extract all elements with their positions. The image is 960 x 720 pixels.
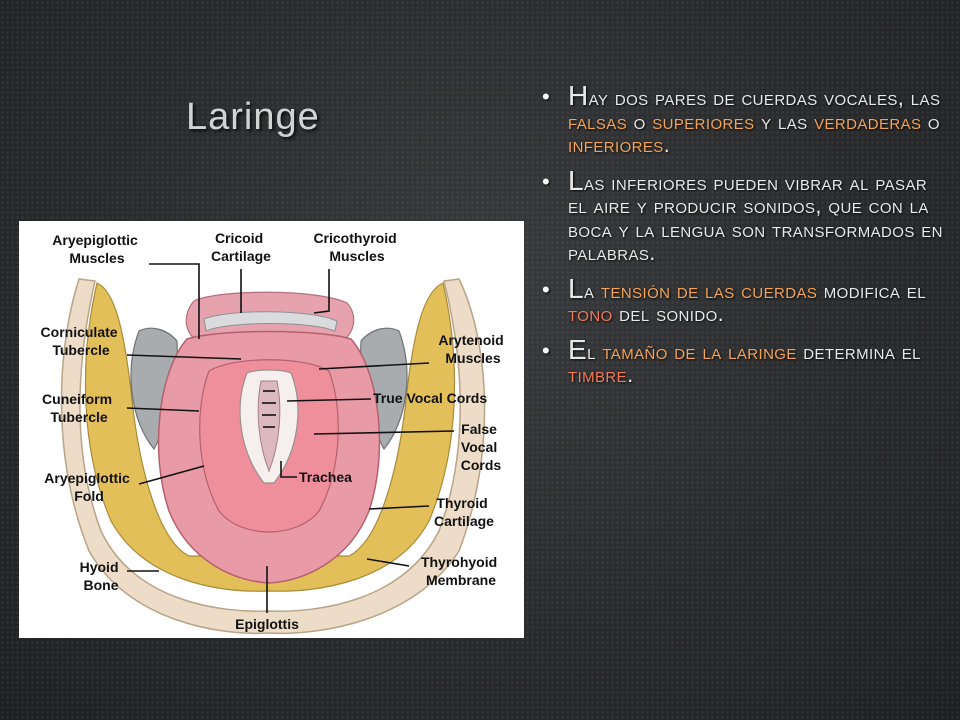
label-true-vocal-cords: True Vocal Cords (373, 390, 487, 406)
cricoid-band (203, 311, 338, 332)
bullet-segment: . (663, 132, 671, 157)
bullet-segment: tamaño de la laringe (602, 338, 797, 364)
slide-title: Laringe (186, 96, 320, 138)
bullet-text: El tamaño de la laringe determina el tim… (568, 335, 921, 388)
bullet-segment: H (568, 80, 589, 111)
bullet-icon: • (542, 276, 551, 302)
bullet-item: • Hay dos pares de cuerdas vocales, las f… (540, 82, 950, 157)
bullet-segment: y las (754, 108, 815, 134)
bullet-icon: • (542, 337, 551, 363)
label-thyrohyoid-membrane: Thyrohyoid Membrane (421, 554, 501, 588)
bullet-segment: determina el (796, 338, 921, 364)
bullet-segment: l (587, 338, 603, 364)
label-epiglottis: Epiglottis (235, 616, 299, 632)
leader-cuneiform (126, 407, 200, 412)
bullet-item: • Las inferiores pueden vibrar al pasar e… (540, 166, 950, 266)
bullet-segment: ay dos pares de cuerdas vocales, las (588, 85, 941, 110)
bullet-segment: del sonido. (612, 301, 725, 326)
label-corniculate-tubercle: Corniculate Tubercle (41, 324, 122, 358)
bullet-segment: . (627, 362, 634, 387)
bullet-text: Hay dos pares de cuerdas vocales, las fa… (568, 82, 941, 157)
bullet-segment: verdaderas (814, 108, 922, 134)
leader-arytenoid (318, 362, 430, 370)
label-aryepiglottic-muscles: Aryepiglottic Muscles (52, 232, 141, 266)
leader-corniculate (126, 354, 242, 360)
bullet-segment: inferiores (568, 132, 664, 157)
bullet-icon: • (542, 168, 551, 194)
bullet-segment: as inferiores pueden vibrar al pasar el … (568, 169, 943, 265)
leader-aryepiglottic-fold (138, 465, 205, 485)
bullet-segment: tensión de las cuerdas (600, 277, 818, 303)
leader-trachea (280, 461, 297, 478)
bullet-list: • Hay dos pares de cuerdas vocales, las f… (540, 82, 950, 399)
label-arytenoid-muscles: Arytenoid Muscles (438, 332, 507, 366)
larynx-figure: Aryepiglottic Muscles Cricoid Cartilage … (19, 221, 524, 638)
label-trachea: Trachea (299, 469, 352, 485)
bullet-segment: o (921, 108, 941, 134)
bullet-segment: E (568, 333, 588, 365)
leader-cricothyroid (313, 269, 330, 314)
label-cricothyroid-muscles: Cricothyroid Muscles (313, 230, 400, 264)
label-false-vocal-cords: False Vocal Cords (461, 421, 502, 473)
bullet-item: • La tensión de las cuerdas modifica el t… (540, 274, 950, 327)
bullet-segment: superiores (652, 108, 755, 134)
leader-thyroid (368, 505, 430, 510)
label-thyroid-cartilage: Thyroid Cartilage (434, 495, 494, 529)
bullet-segment: timbre (568, 362, 628, 387)
label-aryepiglottic-fold: Aryepiglottic Fold (44, 470, 133, 504)
bullet-segment: modifica el (817, 277, 926, 303)
label-cricoid-cartilage: Cricoid Cartilage (211, 230, 271, 264)
leader-aryepiglottic-muscles (149, 263, 200, 339)
label-cuneiform-tubercle: Cuneiform Tubercle (42, 391, 116, 425)
larynx-illustration: Aryepiglottic Muscles Cricoid Cartilage … (41, 230, 507, 635)
bullet-segment: o (627, 108, 653, 134)
bullet-item: • El tamaño de la laringe determina el ti… (540, 335, 950, 388)
bullet-segment: a (583, 277, 601, 303)
leader-false-vocal (313, 430, 455, 435)
bullet-segment: tono (568, 301, 613, 326)
bullet-segment: L (568, 272, 584, 304)
label-hyoid-bone: Hyoid Bone (80, 559, 123, 593)
bullet-segment: falsas (568, 108, 628, 134)
bullet-segment: L (568, 164, 584, 196)
leader-thyrohyoid (366, 558, 410, 567)
bullet-text: La tensión de las cuerdas modifica el to… (568, 274, 926, 327)
leader-true-vocal (286, 398, 372, 402)
bullet-text: Las inferiores pueden vibrar al pasar el… (568, 166, 943, 266)
bullet-icon: • (542, 84, 551, 109)
thyroid-cartilage-shape (84, 282, 456, 592)
